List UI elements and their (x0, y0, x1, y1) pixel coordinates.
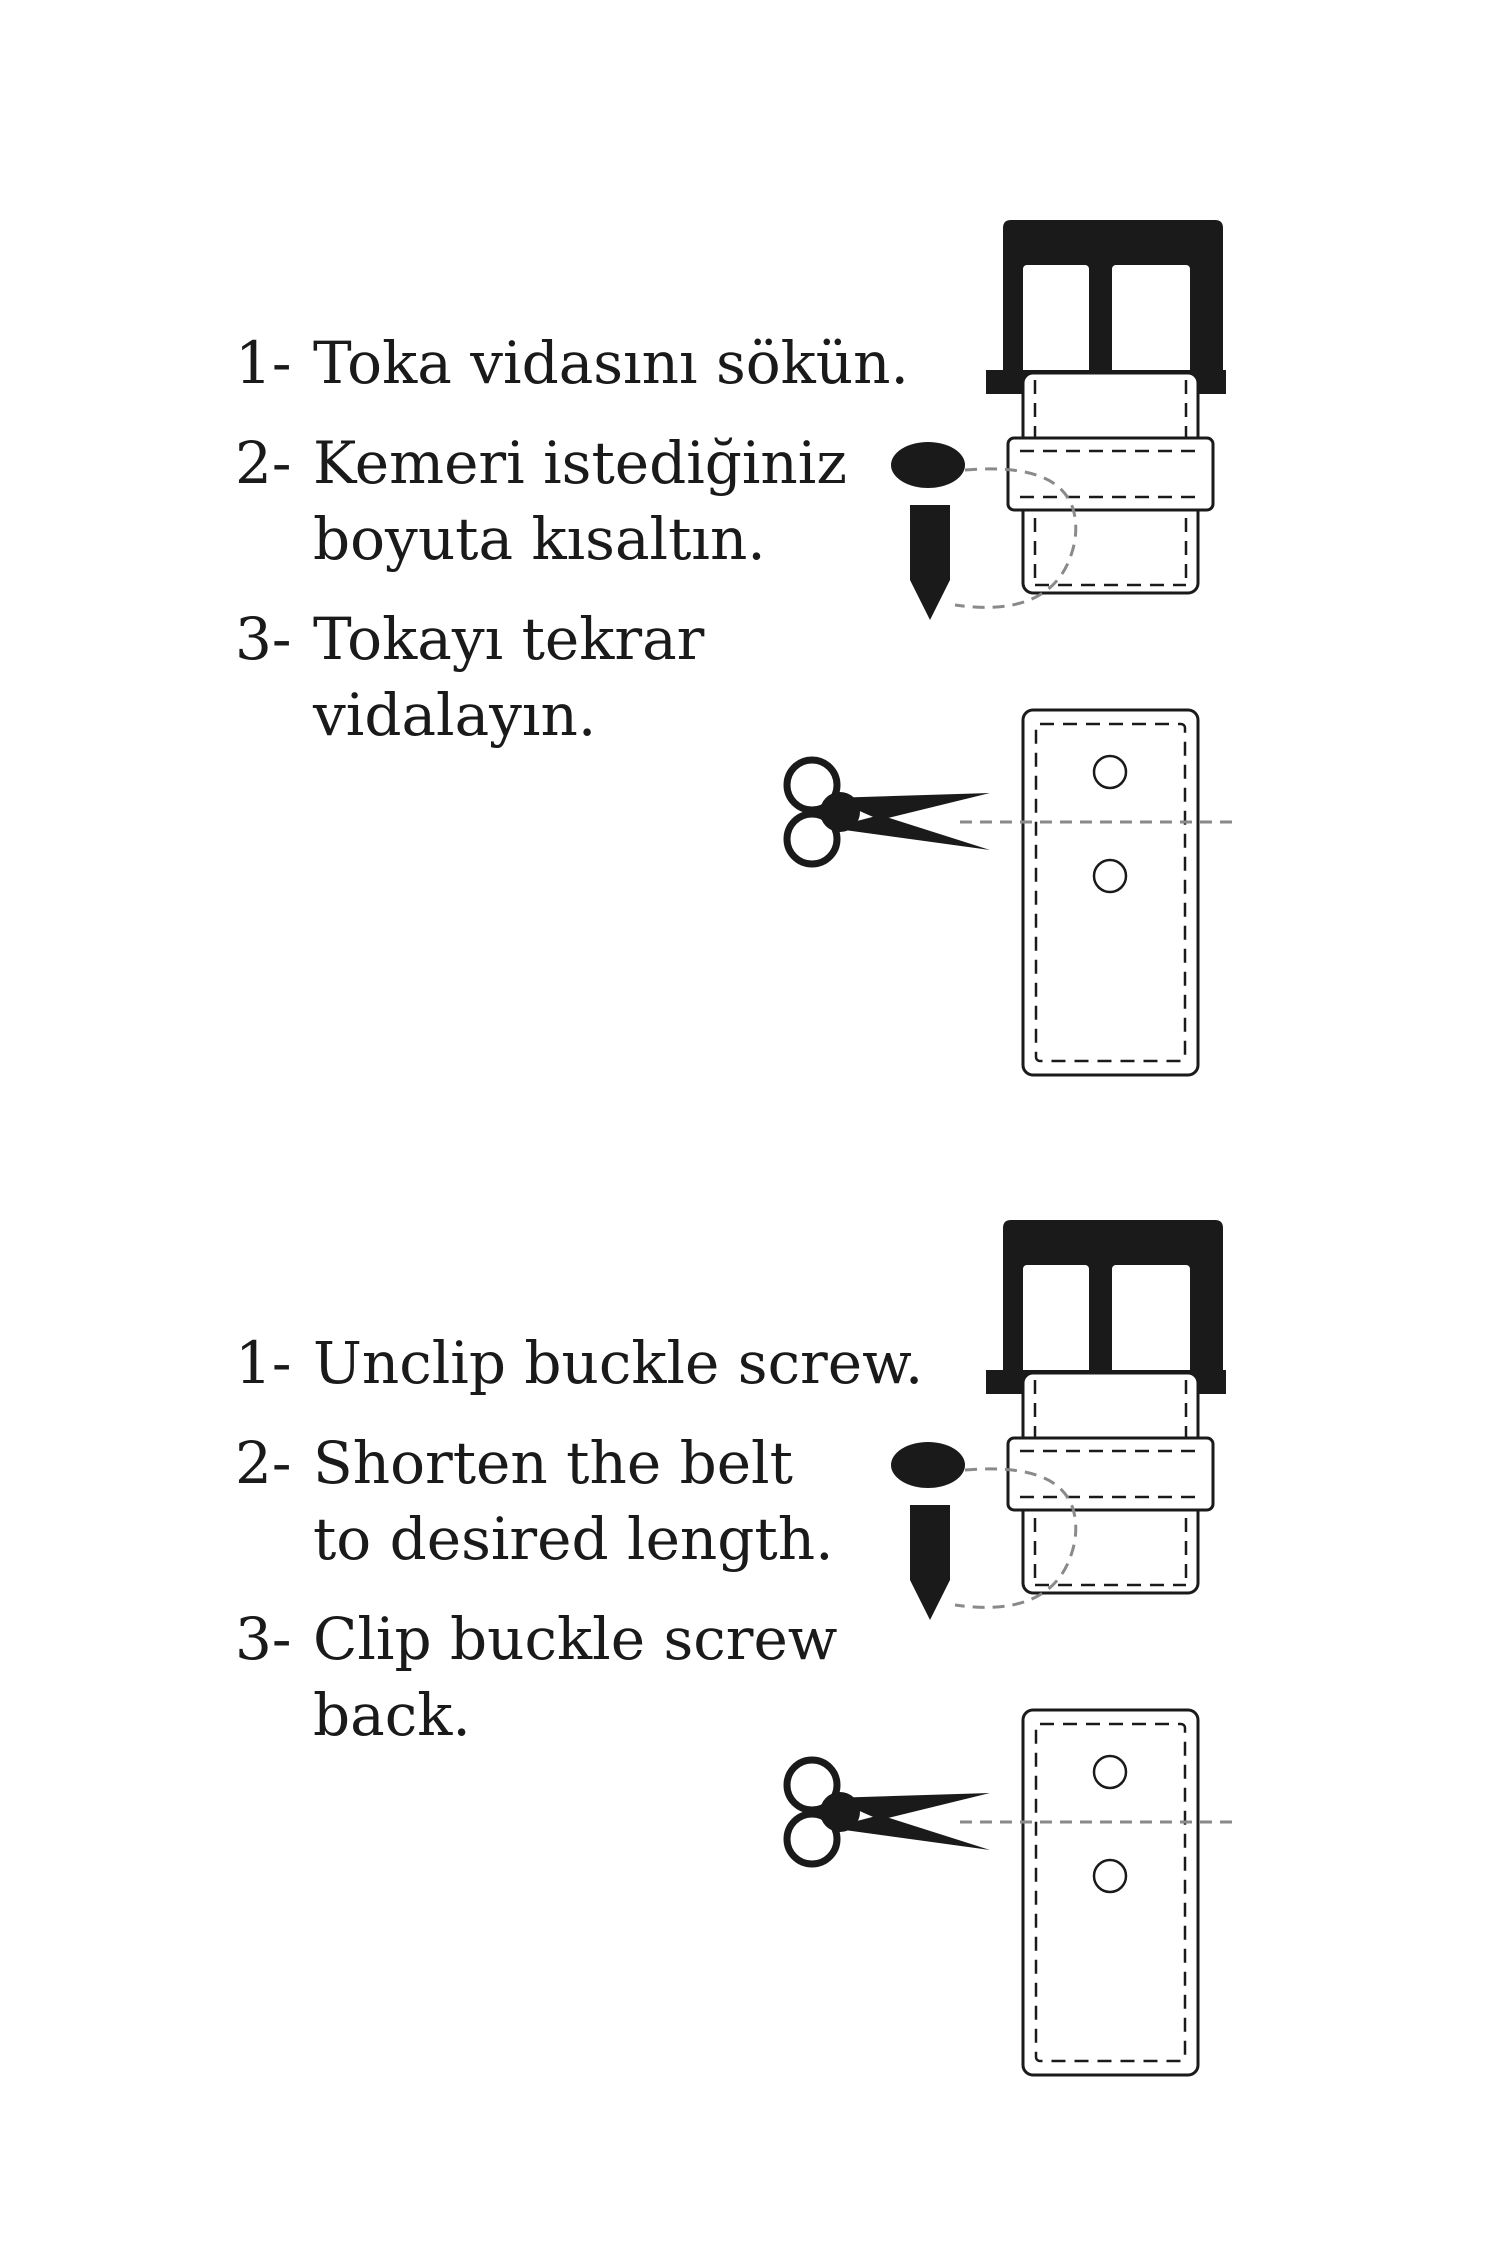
scissors-icon (783, 1756, 990, 1868)
step-3: 3- Tokayı tekrar vidalayın. (235, 601, 909, 753)
step-number: 2- (235, 429, 292, 497)
belt-strap-icon (1006, 1371, 1215, 1595)
instructions-panel-turkish: 1- Toka vidasını sökün. 2- Kemeri istedi… (0, 160, 1500, 1160)
step-number: 1- (235, 1329, 292, 1397)
step-2: 2- Kemeri istediğiniz boyuta kısaltın. (235, 425, 909, 577)
step-3: 3- Clip buckle screw back. (235, 1601, 923, 1753)
step-1: 1- Unclip buckle screw. (235, 1325, 923, 1401)
step-text: Shorten the belt to desired length. (313, 1429, 834, 1573)
instructions-panel-english: 1- Unclip buckle screw. 2- Shorten the b… (0, 1160, 1500, 2160)
belt-strap-icon (960, 1708, 1232, 2077)
belt-illustration (783, 220, 1232, 1077)
step-number: 3- (235, 605, 292, 673)
step-2: 2- Shorten the belt to desired length. (235, 1425, 923, 1577)
scissors-icon (783, 756, 990, 868)
buckle-icon (986, 220, 1226, 394)
screw-icon (891, 442, 1078, 620)
steps-list: 1- Unclip buckle screw. 2- Shorten the b… (235, 1325, 923, 1777)
step-text: Kemeri istediğiniz boyuta kısaltın. (313, 429, 847, 573)
belt-strap-icon (1006, 371, 1215, 595)
steps-list: 1- Toka vidasını sökün. 2- Kemeri istedi… (235, 325, 909, 777)
step-text: Clip buckle screw back. (313, 1605, 838, 1749)
step-text: Tokayı tekrar vidalayın. (313, 605, 705, 749)
belt-strap-icon (960, 708, 1232, 1077)
step-number: 2- (235, 1429, 292, 1497)
step-1: 1- Toka vidasını sökün. (235, 325, 909, 401)
step-text: Toka vidasını sökün. (313, 329, 909, 397)
step-text: Unclip buckle screw. (313, 1329, 924, 1397)
step-number: 3- (235, 1605, 292, 1673)
buckle-icon (986, 1220, 1226, 1394)
step-number: 1- (235, 329, 292, 397)
screw-icon (891, 1442, 1078, 1620)
belt-illustration (783, 1220, 1232, 2077)
